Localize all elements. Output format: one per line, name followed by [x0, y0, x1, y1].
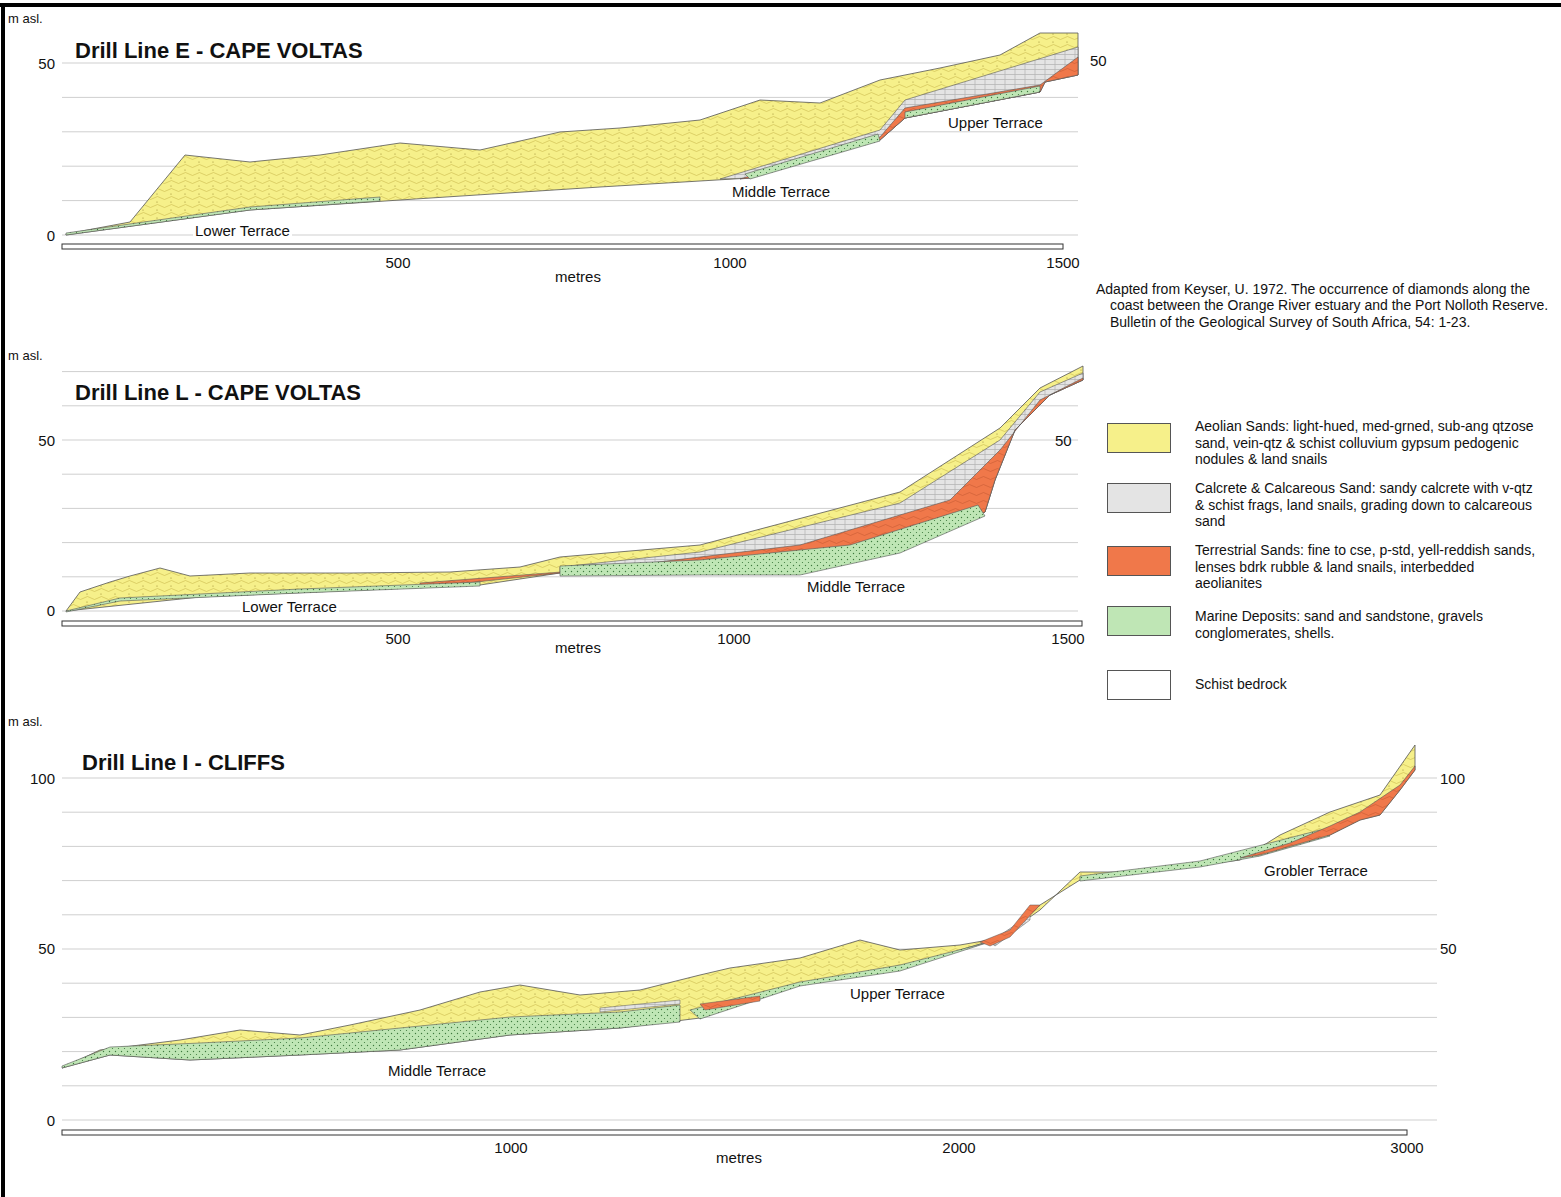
axis-label: metres	[555, 639, 601, 656]
terrace-label: Upper Terrace	[946, 114, 1045, 131]
grid-line	[62, 914, 1437, 915]
axis-label: 1000	[717, 630, 750, 647]
panel-title: Drill Line I - CLIFFS	[82, 750, 285, 775]
axis-label: 50	[38, 940, 55, 957]
axis-label: m asl.	[8, 715, 43, 730]
axis-label: 1000	[713, 254, 746, 271]
grid-line	[62, 542, 1078, 543]
terrace-label: Lower Terrace	[193, 222, 292, 239]
axis-label: 0	[47, 227, 55, 244]
terrace-label: Middle Terrace	[386, 1062, 488, 1079]
grid-line	[62, 1120, 1437, 1121]
grid-line	[62, 812, 1437, 813]
axis-label: 100	[30, 770, 55, 787]
legend-text: Aeolian Sands: light-hued, med-grned, su…	[1195, 418, 1540, 468]
legend-swatch	[1107, 483, 1171, 513]
axis-label: 1000	[494, 1139, 527, 1156]
grid-line	[62, 1085, 1437, 1086]
axis-label: 50	[1440, 940, 1457, 957]
axis-label: 1500	[1046, 254, 1079, 271]
terrace-label: Upper Terrace	[848, 985, 947, 1002]
axis-label: m asl.	[8, 12, 43, 27]
axis-label: 0	[47, 1112, 55, 1129]
axis-label: metres	[555, 268, 601, 285]
axis-label: 3000	[1390, 1139, 1423, 1156]
axis-label: 2000	[942, 1139, 975, 1156]
legend-swatch	[1107, 670, 1171, 700]
terrace-label: Middle Terrace	[730, 183, 832, 200]
axis-label: 500	[385, 630, 410, 647]
axis-label: 50	[38, 55, 55, 72]
grid-line	[62, 846, 1437, 847]
axis-label: 0	[47, 602, 55, 619]
legend-text: Schist bedrock	[1195, 676, 1540, 693]
legend-swatch	[1107, 423, 1171, 453]
legend-swatch	[1107, 606, 1171, 636]
axis-label: metres	[716, 1149, 762, 1166]
grid-line	[62, 1017, 1437, 1018]
terrace-label: Grobler Terrace	[1262, 862, 1370, 879]
source-note: Adapted from Keyser, U. 1972. The occurr…	[1096, 281, 1555, 330]
panel-title: Drill Line E - CAPE VOLTAS	[75, 38, 363, 63]
grid-line	[62, 880, 1437, 881]
grid-line	[62, 371, 1078, 372]
legend-text: Terrestrial Sands: fine to cse, p-std, y…	[1195, 542, 1540, 592]
grid-line	[62, 440, 1078, 441]
grid-line	[62, 405, 1078, 406]
axis-label: 500	[385, 254, 410, 271]
axis-label: 50	[1090, 52, 1107, 69]
axis-label: 100	[1440, 770, 1465, 787]
grid-line	[62, 778, 1437, 779]
legend-text: Marine Deposits: sand and sandstone, gra…	[1195, 608, 1540, 641]
legend-text: Calcrete & Calcareous Sand: sandy calcre…	[1195, 480, 1540, 530]
terrace-label: Lower Terrace	[240, 598, 339, 615]
legend-swatch	[1107, 546, 1171, 576]
terrace-label: Middle Terrace	[805, 578, 907, 595]
panel-title: Drill Line L - CAPE VOLTAS	[75, 380, 361, 405]
grid-line	[62, 611, 1078, 612]
grid-line	[62, 949, 1437, 950]
grid-line	[62, 474, 1078, 475]
axis-label: 50	[38, 432, 55, 449]
axis-label: 1500	[1051, 630, 1084, 647]
axis-label: 50	[1055, 432, 1072, 449]
axis-label: m asl.	[8, 349, 43, 364]
